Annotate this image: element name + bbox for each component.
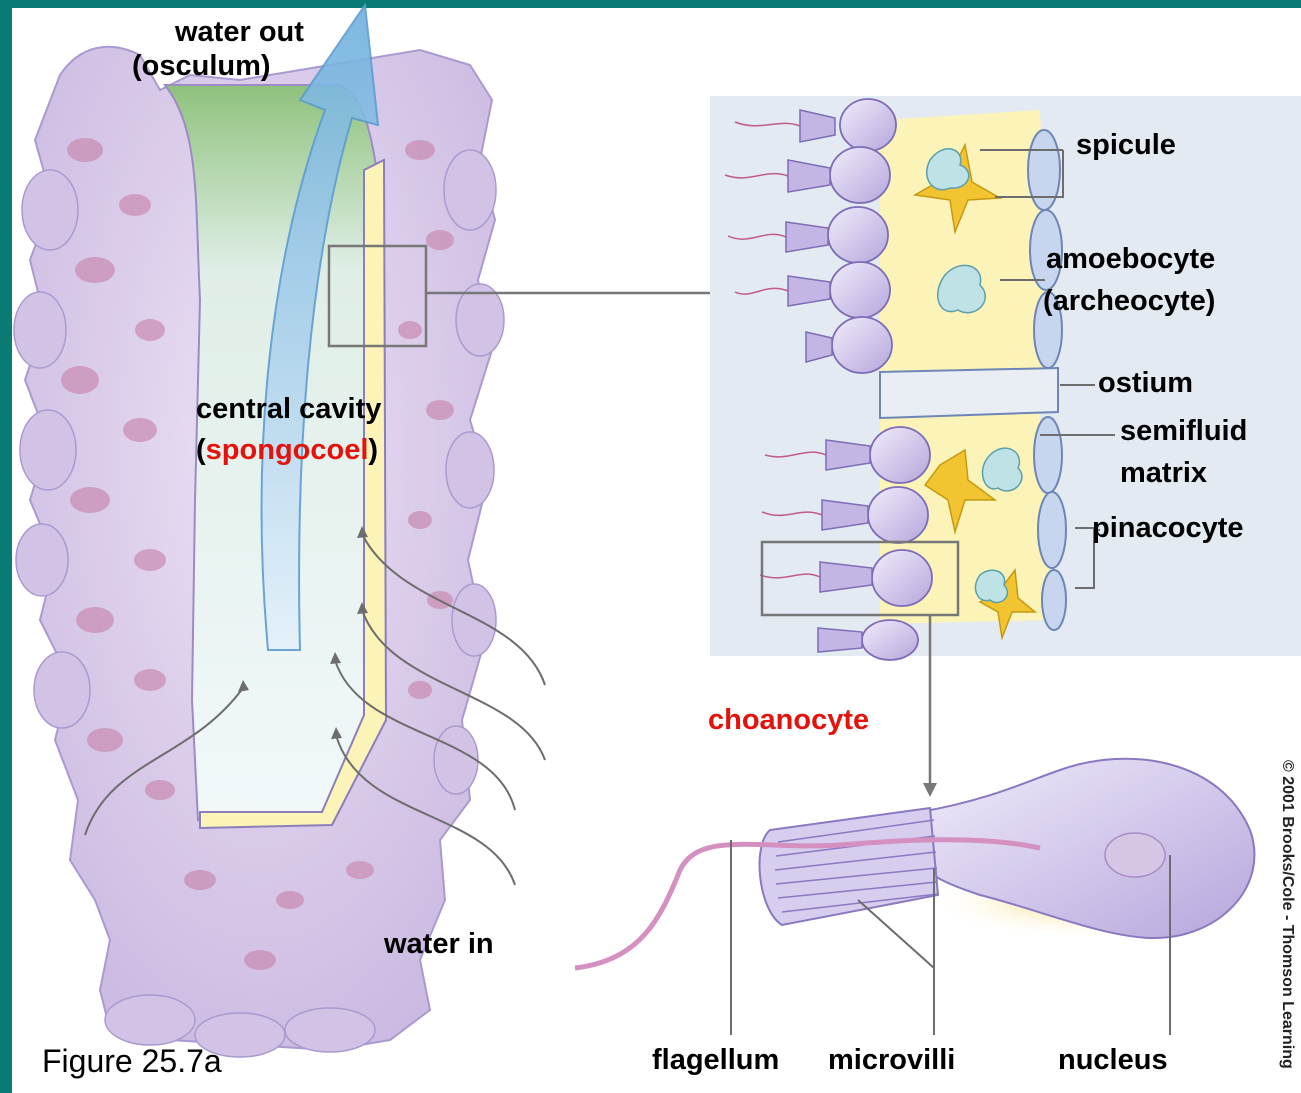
label-ostium: ostium — [1098, 367, 1193, 400]
paren-close: ) — [368, 434, 378, 466]
label-central-cavity: central cavity — [196, 393, 381, 426]
label-microvilli: microvilli — [828, 1044, 955, 1077]
label-spicule: spicule — [1076, 129, 1176, 162]
label-amoebocyte: amoebocyte — [1046, 243, 1215, 276]
label-choanocyte: choanocyte — [708, 704, 869, 737]
label-semifluid: semifluid — [1120, 415, 1247, 448]
label-pinacocyte: pinacocyte — [1092, 512, 1244, 545]
label-spongocoel-line: (spongocoel) — [196, 434, 378, 467]
label-water-in: water in — [384, 928, 494, 961]
copyright-notice: © 2001 Brooks/Cole - Thomson Learning — [1278, 760, 1296, 1069]
label-matrix: matrix — [1120, 457, 1207, 490]
paren-open: ( — [196, 434, 206, 466]
sponge-body — [14, 5, 545, 1057]
label-osculum: (osculum) — [132, 50, 271, 83]
label-spongocoel: spongocoel — [206, 434, 369, 466]
figure-caption: Figure 25.7a — [42, 1043, 222, 1080]
label-nucleus: nucleus — [1058, 1044, 1168, 1077]
enlarged-choanocyte — [575, 759, 1254, 1035]
label-flagellum: flagellum — [652, 1044, 779, 1077]
label-archeocyte: (archeocyte) — [1043, 285, 1215, 318]
wall-section-panel — [710, 96, 1301, 660]
label-water-out: water out — [175, 16, 304, 49]
